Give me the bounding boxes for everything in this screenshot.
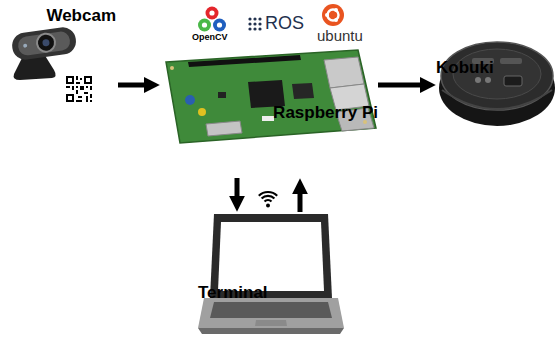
component-name: Kobuki <box>436 58 494 78</box>
raspberry-pi-board <box>166 50 376 143</box>
component-name: Terminal <box>198 283 268 303</box>
flow-arrow <box>118 83 147 88</box>
ros-dots <box>248 17 261 30</box>
flow-arrow <box>298 191 303 212</box>
component-name: Webcam <box>46 6 116 26</box>
ubuntu-logo <box>322 4 344 26</box>
component-group: Webcam <box>5 4 118 104</box>
component-name: Raspberry Pi <box>273 103 378 123</box>
wifi-symbol <box>259 192 277 208</box>
kobuki-robot <box>439 42 555 126</box>
logo-name: ROS <box>265 14 304 34</box>
component-group: Terminal <box>198 212 344 336</box>
flow-arrow <box>378 83 423 88</box>
qr-code <box>66 76 92 102</box>
logo-name: OpenCV <box>192 33 228 43</box>
webcam-picture <box>11 26 78 80</box>
component-group: Raspberry Pi <box>160 50 378 178</box>
laptop <box>198 214 344 334</box>
component-group: Kobuki <box>436 4 556 130</box>
opencv-logo <box>198 7 226 32</box>
flow-arrow <box>235 178 240 199</box>
logo-name: ubuntu <box>317 28 363 45</box>
